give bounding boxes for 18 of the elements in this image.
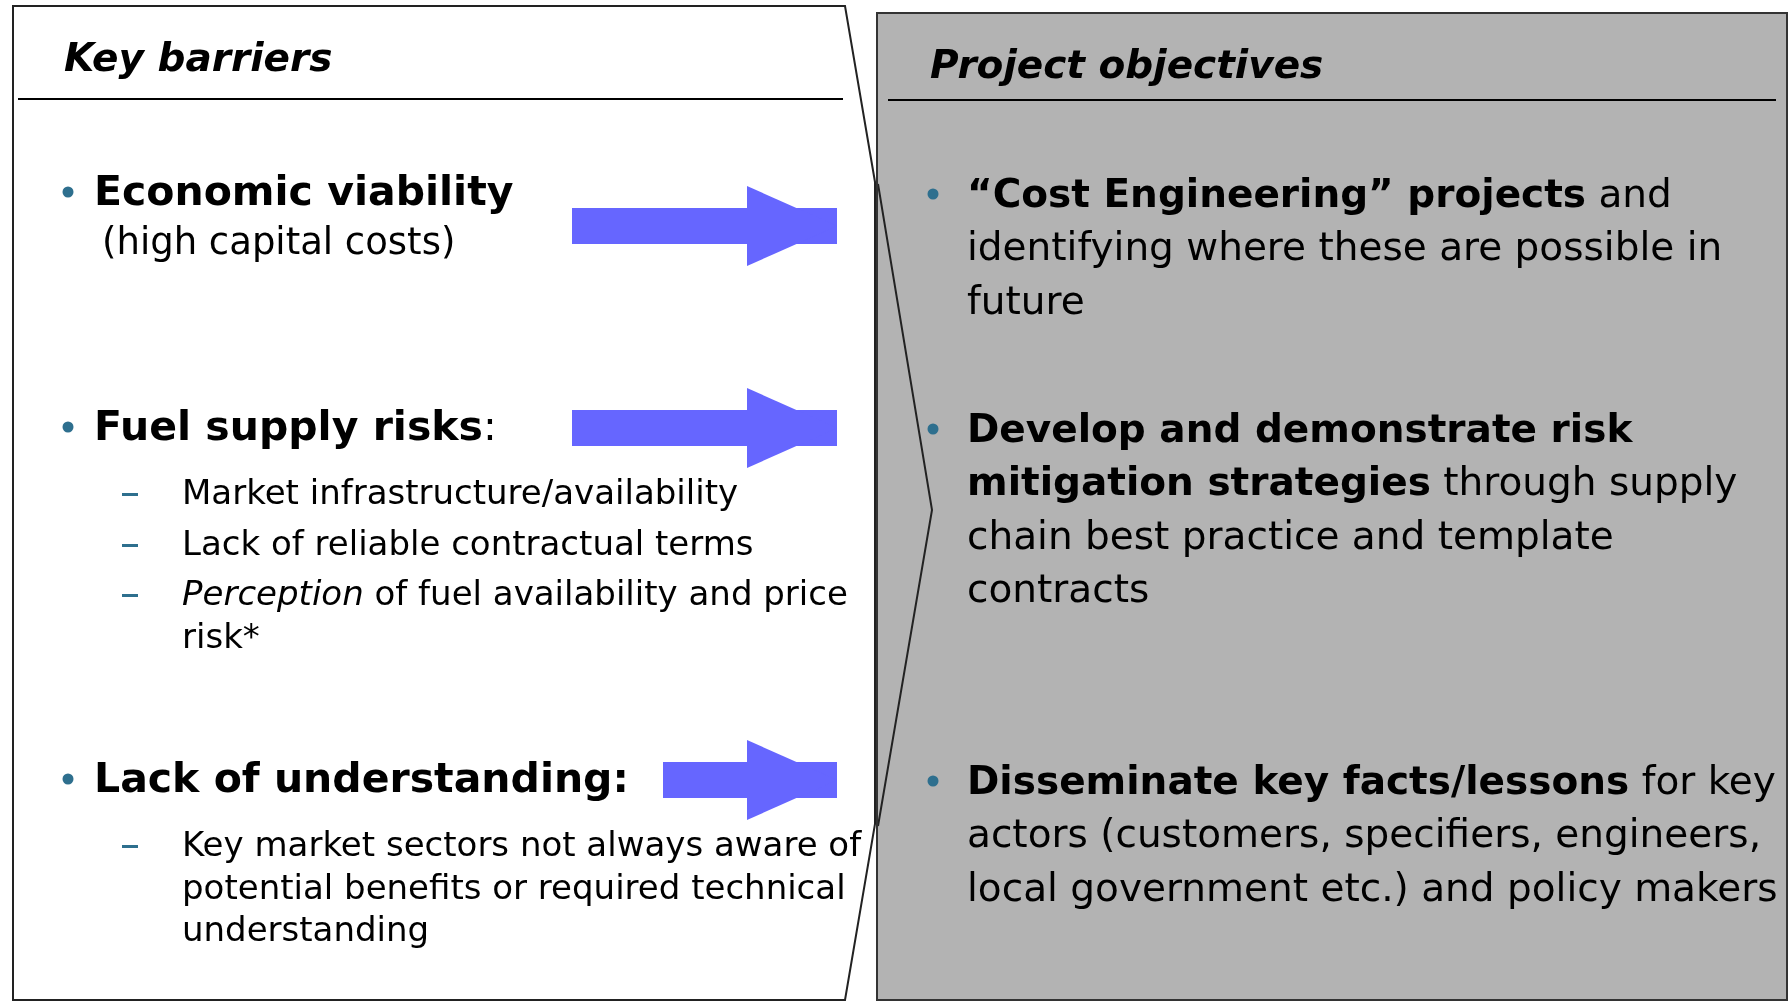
bullet-heading: Fuel supply risks:: [94, 401, 497, 452]
block-arrow: [572, 186, 837, 266]
bullet-heading: Lack of understanding:: [94, 753, 629, 804]
bullet-text: Disseminate key facts/lessons for key actors (customers, specifiers, engineers, local government etc.) and policy makers: [967, 757, 1779, 912]
bullet-text: Lack of reliable contractual terms: [182, 521, 755, 565]
bullet-text: “Cost Engineering” projects and identifying where these are possible in future: [967, 170, 1724, 325]
panel-title: Project objectives: [930, 42, 1324, 87]
bullet-text: Develop and demonstrate risk mitigation strategies through supply chain best practice and template contracts: [967, 405, 1739, 614]
panel-title: Key barriers: [64, 35, 333, 80]
bullet-text: Key market sectors not always aware of potential benefits or required technical understanding: [182, 823, 862, 951]
barriers-panel: [12, 5, 876, 1001]
bullet-text: Market infrastructure/availability: [182, 471, 740, 514]
bullet-text: (high capital costs): [102, 219, 457, 266]
bullet-text: Perception of fuel availability and price risk*: [182, 572, 849, 658]
bullet-heading: Economic viability: [94, 166, 514, 217]
block-arrow: [572, 388, 837, 468]
block-arrow: [663, 740, 837, 820]
objectives-panel: [876, 12, 1788, 1001]
